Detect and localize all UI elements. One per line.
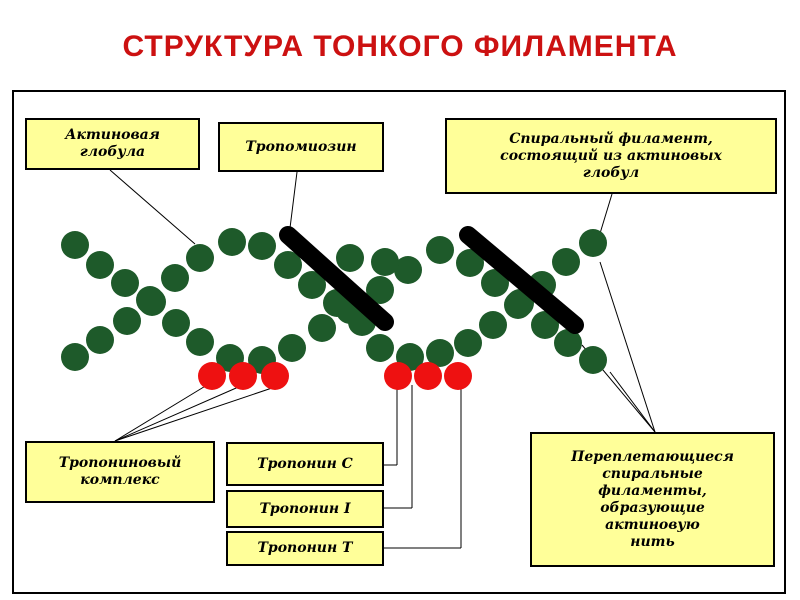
actin-globule (61, 231, 89, 259)
troponin-globule (198, 362, 226, 390)
leader-line (110, 170, 195, 244)
label-spiral-filament: Спиральный филамент, состоящий из актино… (445, 118, 777, 194)
troponin-globule (229, 362, 257, 390)
troponin-globule (261, 362, 289, 390)
label-troponin-c: Тропонин C (226, 442, 384, 486)
actin-globule (366, 334, 394, 362)
label-troponin-i: Тропонин I (226, 490, 384, 528)
actin-globules (61, 228, 607, 374)
actin-globule (308, 314, 336, 342)
actin-globule (161, 264, 189, 292)
actin-globule (218, 228, 246, 256)
troponin-globule (414, 362, 442, 390)
actin-globule (162, 309, 190, 337)
actin-globule (86, 326, 114, 354)
troponin-globules (198, 362, 472, 390)
label-troponin-complex: Тропониновый комплекс (25, 441, 215, 503)
actin-globule (552, 248, 580, 276)
actin-globule (86, 251, 114, 279)
actin-globule (426, 236, 454, 264)
actin-globule (248, 232, 276, 260)
actin-globule (579, 346, 607, 374)
troponin-globule (444, 362, 472, 390)
actin-globule (454, 329, 482, 357)
label-actin-globule: Актиновая глобула (25, 118, 200, 170)
actin-globule (113, 307, 141, 335)
leader-line (115, 385, 243, 441)
actin-globule (61, 343, 89, 371)
actin-globule (336, 244, 364, 272)
actin-globule (186, 244, 214, 272)
leader-line (115, 382, 212, 441)
actin-globule (186, 328, 214, 356)
leader-line (610, 372, 655, 432)
leader-line (600, 262, 655, 432)
label-tropomyosin: Тропомиозин (218, 122, 384, 172)
actin-globule (136, 286, 164, 314)
troponin-globule (384, 362, 412, 390)
leader-line (115, 388, 272, 441)
actin-globule (579, 229, 607, 257)
leader-line (290, 172, 297, 228)
actin-globule (278, 334, 306, 362)
actin-globule (479, 311, 507, 339)
label-troponin-t: Тропонин T (226, 531, 384, 566)
actin-globule (371, 248, 399, 276)
label-interweaving-filaments: Переплетающиеся спиральные филаменты, об… (530, 432, 775, 567)
actin-globule (111, 269, 139, 297)
